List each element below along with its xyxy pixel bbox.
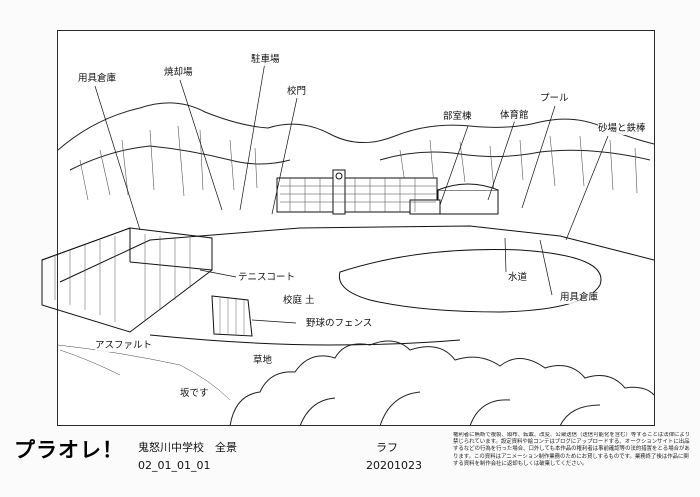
sheet-title: 鬼怒川中学校 全景 bbox=[138, 441, 237, 454]
label-baseball-fence: 野球のフェンス bbox=[306, 318, 373, 330]
label-grass: 草地 bbox=[253, 355, 273, 367]
mountain-ridge-inner bbox=[69, 145, 651, 171]
sheet-code: 02_01_01_01 bbox=[138, 459, 211, 472]
gymnasium-building bbox=[437, 189, 499, 215]
label-club-building: 部室棟 bbox=[443, 111, 472, 123]
mountain-ridge bbox=[57, 102, 655, 151]
label-pool: プール bbox=[540, 93, 569, 105]
label-sandpit-bars: 砂場と鉄棒 bbox=[598, 123, 646, 135]
label-incinerator: 焼却場 bbox=[164, 67, 193, 79]
club-building-block bbox=[409, 199, 441, 215]
label-parking: 駐車場 bbox=[251, 54, 280, 66]
baseball-fence-shape bbox=[211, 295, 253, 337]
tree-line bbox=[229, 340, 655, 427]
label-gymnasium: 体育館 bbox=[500, 110, 529, 122]
ground-edge bbox=[59, 225, 655, 283]
clock-face bbox=[335, 172, 343, 180]
label-asphalt: アスファルト bbox=[95, 340, 153, 352]
label-equipment-storage-right: 用具倉庫 bbox=[560, 292, 599, 304]
sheet-date: 20201023 bbox=[366, 459, 422, 472]
tennis-fence bbox=[41, 227, 213, 333]
clock-tower bbox=[332, 169, 346, 215]
label-tennis-court: テニスコート bbox=[238, 272, 296, 284]
label-water-tap: 水道 bbox=[508, 272, 528, 284]
label-schoolyard-soil: 校庭 土 bbox=[283, 295, 315, 307]
gymnasium-roof bbox=[437, 183, 499, 191]
label-slope: 坂です bbox=[180, 388, 209, 400]
ground-front-edge bbox=[149, 334, 461, 346]
sheet-stage: ラフ bbox=[376, 441, 398, 454]
copyright-notice: 権利者に無断で複製、頒布、転載、改変、公衆送信（送信可能化を含む）等することは法… bbox=[453, 432, 691, 467]
label-equipment-storage-top: 用具倉庫 bbox=[78, 73, 117, 85]
label-school-gate: 校門 bbox=[287, 86, 307, 98]
prao-logo: プラオレ！ bbox=[14, 438, 124, 462]
